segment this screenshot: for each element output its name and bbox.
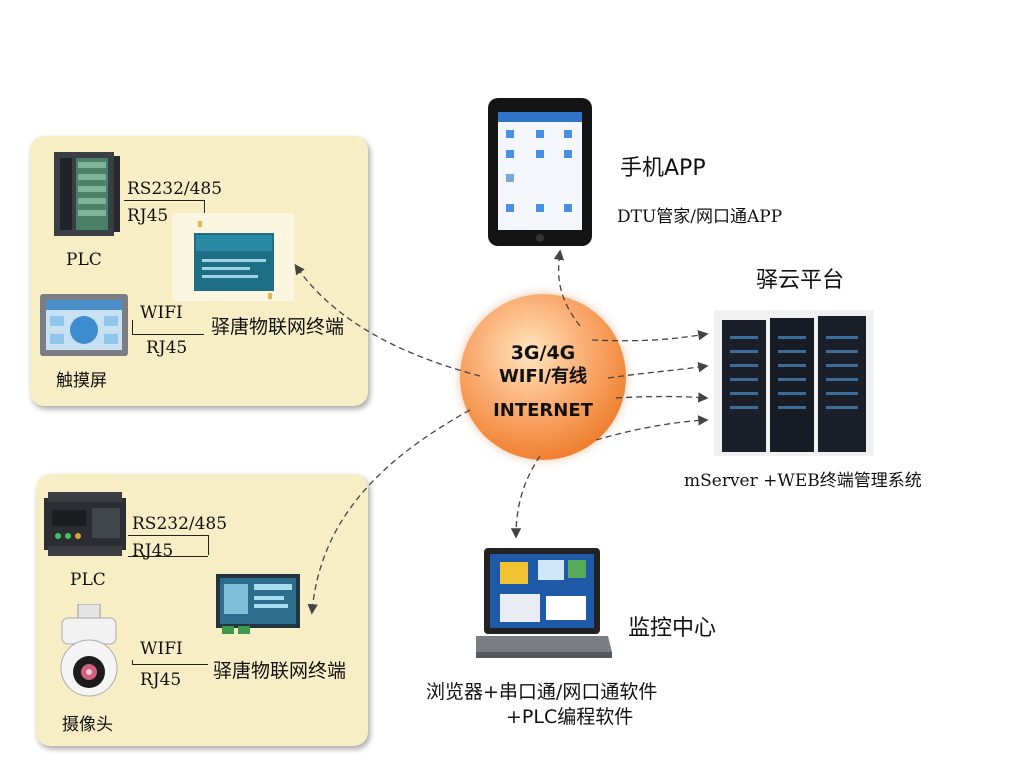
- link-label-rj45-top-2: RJ45: [146, 338, 188, 358]
- router-device-icon: [216, 570, 300, 634]
- internet-globe: 3G/4G WIFI/有线 INTERNET: [460, 294, 626, 460]
- arrow-to-monitor: [510, 455, 541, 539]
- plc-device-icon: [44, 492, 126, 556]
- terminal-label-top: 驿唐物联网终端: [211, 316, 345, 338]
- terminal-label-bottom: 驿唐物联网终端: [213, 660, 347, 682]
- camera-label: 摄像头: [62, 715, 113, 735]
- arrow-to-server-3: [615, 392, 709, 403]
- server-rack-icon: [714, 310, 874, 456]
- globe-line-wifi: WIFI/有线: [498, 366, 588, 387]
- link-line: [204, 200, 205, 216]
- link-line: [132, 334, 204, 335]
- link-line: [132, 664, 208, 665]
- link-line: [132, 320, 133, 334]
- plc-label-top: PLC: [66, 250, 102, 270]
- link-label-wifi-bottom: WIFI: [140, 639, 183, 659]
- link-line: [132, 660, 133, 664]
- globe-line-network: 3G/4G: [510, 342, 576, 364]
- mobile-title: 手机APP: [620, 156, 706, 181]
- link-label-rs232-top: RS232/485: [127, 179, 223, 199]
- link-label-rj45-top: RJ45: [127, 206, 169, 226]
- cloud-title: 驿云平台: [756, 268, 845, 293]
- router-device-icon: [172, 213, 294, 301]
- cloud-subtitle: mServer +WEB终端管理系统: [684, 471, 922, 491]
- link-label-rj45-bottom: RJ45: [132, 541, 174, 561]
- link-label-rs232-bottom: RS232/485: [132, 514, 228, 534]
- link-line: [124, 200, 204, 201]
- plc-label-bottom: PLC: [70, 570, 106, 590]
- touchscreen-device-icon: [40, 294, 128, 356]
- monitor-subtitle-line1: 浏览器+串口通/网口通软件: [426, 681, 658, 703]
- link-label-wifi-top: WIFI: [140, 303, 183, 323]
- hmi-label: 触摸屏: [56, 371, 107, 391]
- link-label-rj45-bottom-2: RJ45: [140, 670, 182, 690]
- link-line: [128, 535, 208, 536]
- plc-device-icon: [52, 148, 122, 240]
- monitor-subtitle-line2: +PLC编程软件: [506, 706, 634, 728]
- arrow-to-server-4: [595, 415, 709, 441]
- tablet-device-icon: [488, 98, 592, 246]
- mobile-subtitle: DTU管家/网口通APP: [617, 207, 783, 227]
- monitor-title: 监控中心: [628, 616, 717, 641]
- laptop-monitor-icon: [472, 548, 612, 658]
- globe-line-internet: INTERNET: [493, 400, 593, 421]
- link-line: [128, 556, 208, 557]
- camera-device-icon: [56, 603, 122, 700]
- link-line: [208, 535, 209, 555]
